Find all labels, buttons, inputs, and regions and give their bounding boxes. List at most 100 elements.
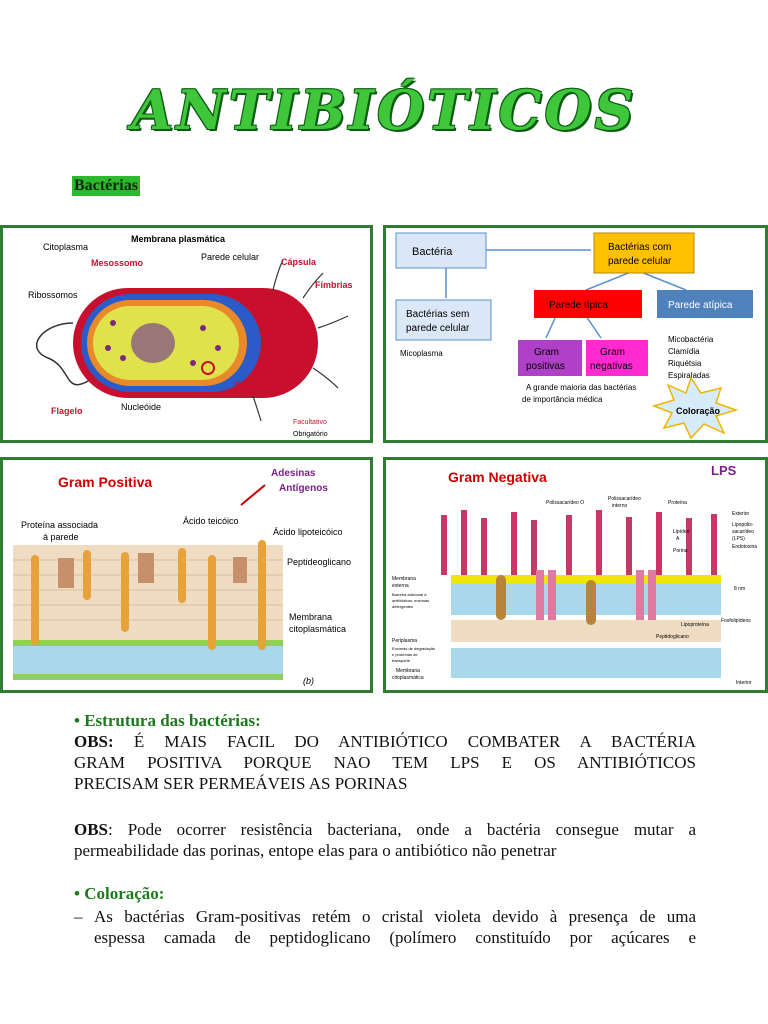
col-line1: As bactérias Gram-positivas retém o cris… xyxy=(94,907,696,926)
gn-proteina: Proteína xyxy=(668,500,687,506)
flagelo-shape xyxy=(35,322,94,386)
obs1-line3: PRECISAM SER PERMEÁVEIS AS PORINAS xyxy=(74,774,408,793)
gn-barreira-1: Barreira adicional à xyxy=(392,592,427,597)
label-capsula: Cápsula xyxy=(281,257,317,267)
text-sem-parede-2: parede celular xyxy=(406,323,470,334)
box-gram-pos xyxy=(518,340,582,376)
section-label: Bactérias xyxy=(72,176,140,196)
bacterial-cell-figure: Citoplasma Membrana plasmática Mesossomo… xyxy=(0,225,373,443)
gram-negative-figure: Gram Negativa LPS Polissacarídeo O Polis… xyxy=(383,457,768,693)
dash-bullet: – xyxy=(74,907,83,926)
obs2-line1: : Pode ocorrer resistência bacteriana, o… xyxy=(108,820,696,839)
label-citoplasma: Citoplasma xyxy=(43,242,88,252)
gram-positive-svg: Gram Positiva Adesinas Antígenos Proteín… xyxy=(13,468,351,686)
label-facultativo: Facultativo xyxy=(293,419,327,426)
item-clamidia: Clamídia xyxy=(668,347,700,356)
gn-porina: Porina xyxy=(673,548,688,554)
gp-membrana-2: citoplasmática xyxy=(289,624,346,634)
gn-mem-ext-1: Membrana xyxy=(392,576,416,582)
inner-membrane xyxy=(451,648,721,678)
item-espiraladas: Espiraladas xyxy=(668,371,710,380)
obs1-line1: É MAIS FACIL DO ANTIBIÓTICO COMBATER A B… xyxy=(113,732,696,751)
gn-peptidoglicano: Peptidoglicano xyxy=(656,634,689,640)
text-gram-neg-2: negativas xyxy=(590,361,633,372)
box-atipica xyxy=(657,290,753,318)
gn-nm: 8 nm xyxy=(734,586,745,592)
gn-poli-o: Polissacarídeo O xyxy=(546,500,584,506)
text-tipica: Parede típica xyxy=(549,300,608,311)
text-gram-pos-2: positivas xyxy=(526,361,565,372)
coloracao-paragraph: –As bactérias Gram-positivas retém o cri… xyxy=(74,906,696,948)
obs2-label: OBS xyxy=(74,820,109,839)
gn-poli-interno-2: interno xyxy=(612,503,628,509)
gn-mem-ext-2: externa xyxy=(392,583,409,589)
label-obrigatorio: Obrigatório xyxy=(293,431,328,438)
gn-enzimas-2: e proteínas de xyxy=(392,652,418,657)
atypical-list: Micobactéria Clamídia Riquétsia Espirala… xyxy=(668,335,714,380)
text-com-parede-1: Bactérias com xyxy=(608,242,671,253)
box-sem-parede xyxy=(395,299,492,341)
gn-enzimas-1: Enzimas de degradação xyxy=(392,646,436,651)
gram-positive-figure: Gram Positiva Adesinas Antígenos Proteín… xyxy=(0,457,373,693)
col-line2: espessa camada de peptidoglicano (políme… xyxy=(94,928,696,947)
gn-title: Gram Negativa xyxy=(448,469,547,485)
label-flagelo: Flagelo xyxy=(51,406,83,416)
text-sem-parede-1: Bactérias sem xyxy=(406,309,469,320)
gn-barreira-2: antibióticos, enzimas, xyxy=(392,598,430,603)
text-com-parede-2: parede celular xyxy=(608,256,672,267)
adesinas-arrow xyxy=(240,484,266,506)
obs2-paragraph: OBS: Pode ocorrer resistência bacteriana… xyxy=(74,819,696,861)
peptidoglicano-layer xyxy=(451,620,721,642)
text-maioria-1: A grande maioria das bactérias xyxy=(526,383,636,392)
text-micoplasma: Micoplasma xyxy=(400,349,443,358)
gp-acido-lipo: Ácido lipoteicóico xyxy=(273,527,343,537)
page-title: ANTIBIÓTICOS xyxy=(131,78,637,142)
label-plasmideos: Plasmídeos xyxy=(235,380,285,390)
text-gram-pos-1: Gram xyxy=(534,347,559,358)
gp-fig: (b) xyxy=(303,676,314,686)
gn-lps-lbl-2: sacarídeo xyxy=(732,529,754,535)
gn-lps-lbl-3: (LPS) xyxy=(732,536,745,542)
gn-lipoproteina: Lipoproteína xyxy=(681,622,709,628)
gn-fosfolipideos: Fosfolipídeos xyxy=(721,618,751,624)
box-gram-neg xyxy=(586,340,648,376)
text-maioria-2: de importância médica xyxy=(522,395,603,404)
obs1-paragraph: OBS: É MAIS FACIL DO ANTIBIÓTICO COMBATE… xyxy=(74,731,696,794)
obs2-line2: permeabilidade das porinas, entope elas … xyxy=(74,841,557,860)
text-coloracao: Coloração xyxy=(676,406,721,416)
gn-interior: Interior xyxy=(736,680,752,686)
text-gram-neg-1: Gram xyxy=(600,347,625,358)
gp-adesinas: Adesinas xyxy=(271,468,316,479)
gram-negative-svg: Gram Negativa LPS Polissacarídeo O Polis… xyxy=(392,463,757,686)
gn-lipideo-2: A xyxy=(676,536,680,542)
gn-lps-lbl-1: Lipopolis- xyxy=(732,522,754,528)
obs1-label: OBS: xyxy=(74,732,114,751)
box-bacteria xyxy=(395,232,487,269)
obs1-line2: GRAM POSITIVA PORQUE NAO TEM LPS E OS AN… xyxy=(74,753,696,772)
gn-lipideo-1: Lipídeo xyxy=(673,529,690,535)
gn-endotoxina: Endotoxina xyxy=(732,544,757,550)
gn-enzimas-3: transporte xyxy=(392,658,411,663)
gp-proteina-2: à parede xyxy=(43,532,79,542)
bacterial-cell-svg: Citoplasma Membrana plasmática Mesossomo… xyxy=(28,234,353,438)
gn-lps: LPS xyxy=(711,463,737,478)
gn-barreira-3: detergentes xyxy=(392,604,413,609)
gp-membrana-1: Membrana xyxy=(289,612,332,622)
classification-figure: Bactéria Bactérias com parede celular Ba… xyxy=(383,225,768,443)
box-com-parede xyxy=(593,232,695,274)
box-tipica xyxy=(534,290,642,318)
label-membrana: Membrana plasmática xyxy=(131,234,226,244)
label-parede: Parede celular xyxy=(201,252,259,262)
label-ribossomos: Ribossomos xyxy=(28,290,78,300)
text-bacteria: Bactéria xyxy=(412,246,453,258)
gn-exterior: Exterior xyxy=(732,511,750,517)
label-mesossomo: Mesossomo xyxy=(91,258,144,268)
gn-poli-interno-1: Polissacarídeo xyxy=(608,496,641,502)
gp-proteina-1: Proteína associada xyxy=(21,520,98,530)
item-micobacteria: Micobactéria xyxy=(668,335,714,344)
classification-svg: Bactéria Bactérias com parede celular Ba… xyxy=(395,232,753,440)
label-fimbrias: Fímbrias xyxy=(315,280,353,290)
gp-peptideo: Peptideoglicano xyxy=(287,557,351,567)
gn-mem-cito-2: citoplasmática xyxy=(392,675,424,681)
item-riquetsia: Riquétsia xyxy=(668,359,702,368)
